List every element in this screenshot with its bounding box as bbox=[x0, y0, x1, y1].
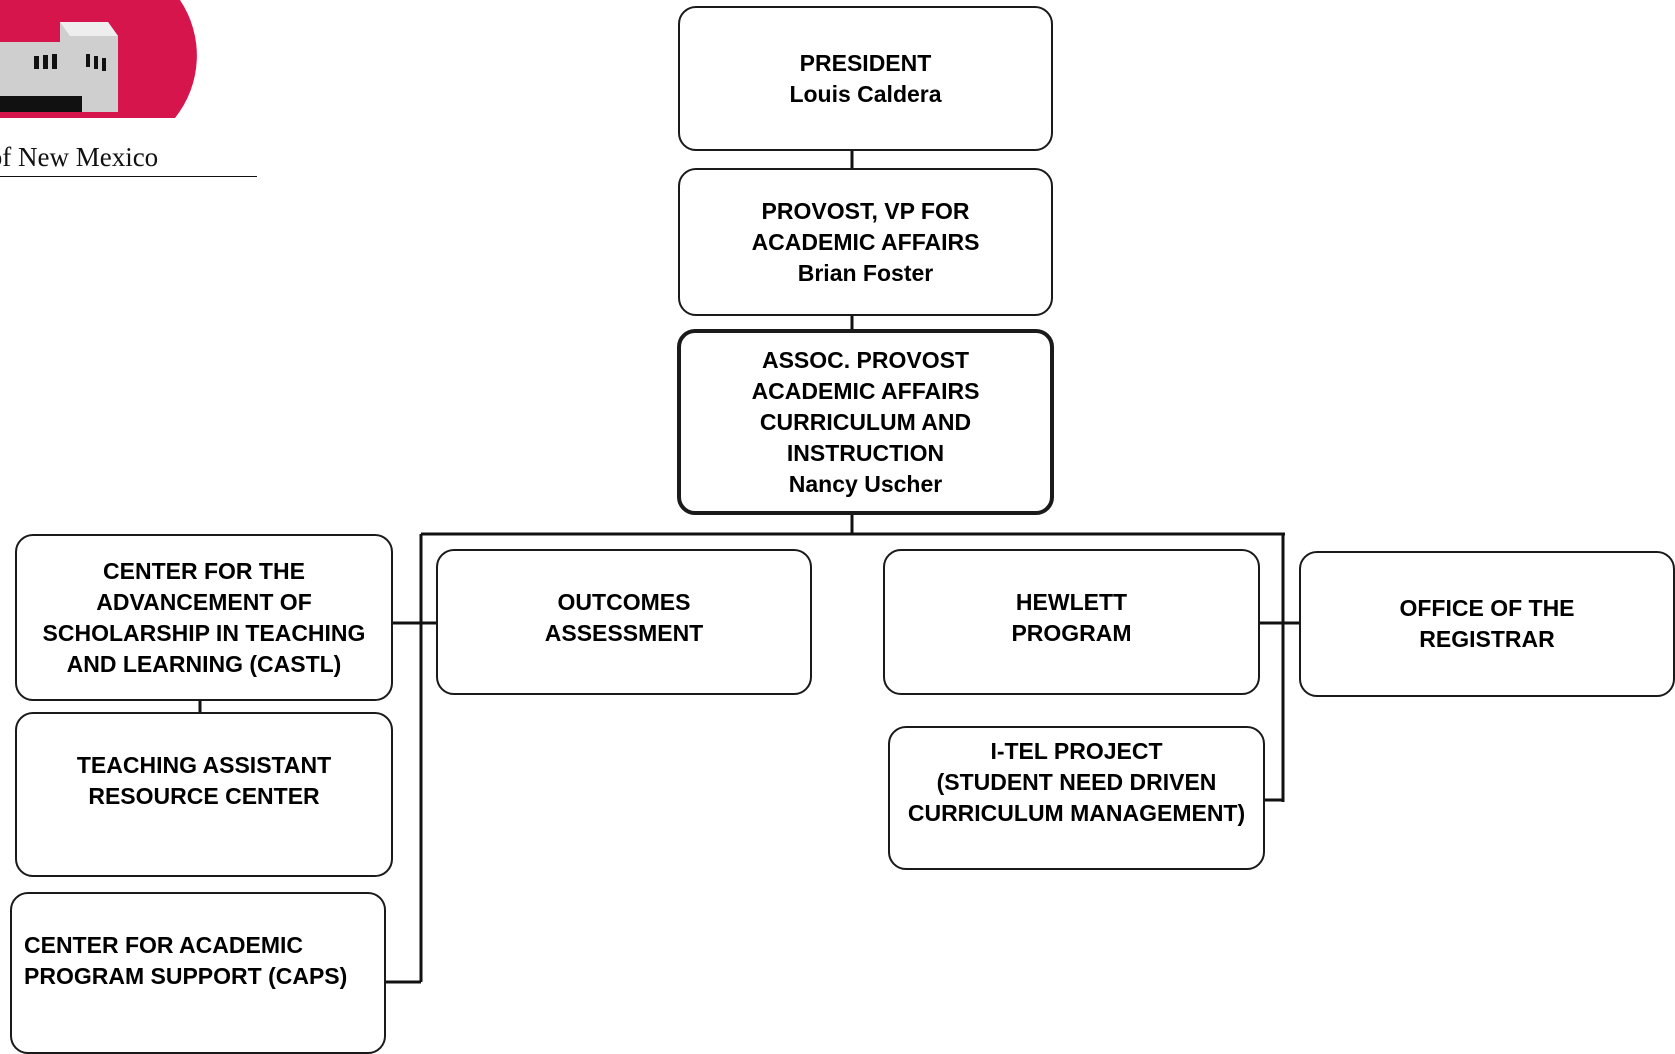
itel-line-2: (STUDENT NEED DRIVEN bbox=[936, 769, 1217, 795]
registrar-line-2: REGISTRAR bbox=[1419, 626, 1555, 652]
logo-wordmark: ersity of New Mexico bbox=[0, 142, 159, 172]
castl-line-3: SCHOLARSHIP IN TEACHING bbox=[42, 619, 366, 646]
president-title: PRESIDENT bbox=[799, 49, 932, 76]
university-logo: ersity of New Mexico bbox=[0, 0, 260, 180]
outcomes-line-1: OUTCOMES bbox=[557, 589, 691, 615]
assoc-provost-line-3: CURRICULUM AND bbox=[759, 408, 972, 435]
registrar-line-1: OFFICE OF THE bbox=[1399, 595, 1575, 621]
castl-line-4: AND LEARNING (CASTL) bbox=[66, 650, 342, 677]
assoc-provost-line-2: ACADEMIC AFFAIRS bbox=[751, 377, 980, 404]
castl-line-1: CENTER FOR THE bbox=[103, 557, 305, 584]
provost-box: PROVOST, VP FOR ACADEMIC AFFAIRS Brian F… bbox=[678, 168, 1053, 316]
outcomes-line-2: ASSESSMENT bbox=[544, 620, 704, 646]
assoc-provost-box: ASSOC. PROVOST ACADEMIC AFFAIRS CURRICUL… bbox=[677, 329, 1054, 515]
president-name: Louis Caldera bbox=[789, 80, 942, 107]
registrar-box: OFFICE OF THE REGISTRAR bbox=[1299, 551, 1675, 697]
logo-underline bbox=[0, 176, 257, 177]
ta-resource-center-box: TEACHING ASSISTANT RESOURCE CENTER bbox=[15, 712, 393, 877]
caps-line-2: PROGRAM SUPPORT (CAPS) bbox=[24, 963, 348, 989]
hewlett-program-box: HEWLETT PROGRAM bbox=[883, 549, 1260, 695]
tarc-line-1: TEACHING ASSISTANT bbox=[76, 752, 332, 778]
president-box: PRESIDENT Louis Caldera bbox=[678, 6, 1053, 151]
caps-box: CENTER FOR ACADEMIC PROGRAM SUPPORT (CAP… bbox=[10, 892, 386, 1054]
tarc-line-2: RESOURCE CENTER bbox=[88, 783, 320, 809]
hewlett-line-1: HEWLETT bbox=[1015, 589, 1128, 615]
assoc-provost-line-4: INSTRUCTION bbox=[786, 439, 945, 466]
castl-box: CENTER FOR THE ADVANCEMENT OF SCHOLARSHI… bbox=[15, 534, 393, 701]
assoc-provost-name: Nancy Uscher bbox=[788, 470, 943, 497]
provost-title-line-1: PROVOST, VP FOR bbox=[761, 197, 970, 224]
itel-project-box: I-TEL PROJECT (STUDENT NEED DRIVEN CURRI… bbox=[888, 726, 1265, 870]
outcomes-assessment-box: OUTCOMES ASSESSMENT bbox=[436, 549, 812, 695]
hewlett-line-2: PROGRAM bbox=[1011, 620, 1132, 646]
itel-line-1: I-TEL PROJECT bbox=[990, 738, 1163, 764]
itel-line-3: CURRICULUM MANAGEMENT) bbox=[907, 800, 1246, 826]
provost-name: Brian Foster bbox=[797, 259, 934, 286]
caps-line-1: CENTER FOR ACADEMIC bbox=[24, 932, 303, 958]
unm-building-icon bbox=[0, 0, 197, 118]
provost-title-line-2: ACADEMIC AFFAIRS bbox=[751, 228, 980, 255]
assoc-provost-line-1: ASSOC. PROVOST bbox=[761, 346, 970, 373]
castl-line-2: ADVANCEMENT OF bbox=[96, 588, 312, 615]
